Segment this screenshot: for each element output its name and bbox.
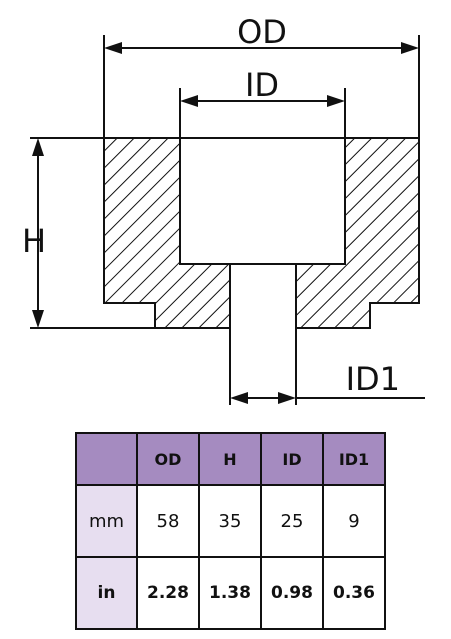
header-id1: ID1 [322, 432, 386, 486]
cell-od-in: 2.28 [136, 556, 200, 630]
header-corner [75, 432, 138, 486]
row-unit-in: in [75, 556, 138, 630]
table-row: in 2.28 1.38 0.98 0.36 [75, 556, 386, 630]
bore-outline [179, 137, 346, 265]
od-dimension [103, 35, 420, 138]
cell-id-in: 0.98 [260, 556, 324, 630]
cell-id1-mm: 9 [322, 484, 386, 558]
h-dimension [30, 137, 155, 329]
cell-h-mm: 35 [198, 484, 262, 558]
id1-dimension [229, 328, 425, 405]
id1-label: ID1 [346, 360, 400, 398]
table-header-row: OD H ID ID1 [75, 432, 386, 486]
cell-h-in: 1.38 [198, 556, 262, 630]
header-id: ID [260, 432, 324, 486]
header-h: H [198, 432, 262, 486]
table-row: mm 58 35 25 9 [75, 484, 386, 558]
id-dimension [179, 88, 346, 138]
cell-od-mm: 58 [136, 484, 200, 558]
dimension-diagram: OD ID H ID1 [22, 13, 425, 405]
cell-id1-in: 0.36 [322, 556, 386, 630]
dimensions-table: OD H ID ID1 mm 58 35 25 9 in 2.28 1.38 0… [75, 432, 386, 630]
id-label: ID [245, 66, 279, 104]
od-label: OD [237, 13, 287, 51]
row-unit-mm: mm [75, 484, 138, 558]
header-od: OD [136, 432, 200, 486]
cell-id-mm: 25 [260, 484, 324, 558]
h-label: H [22, 222, 46, 260]
